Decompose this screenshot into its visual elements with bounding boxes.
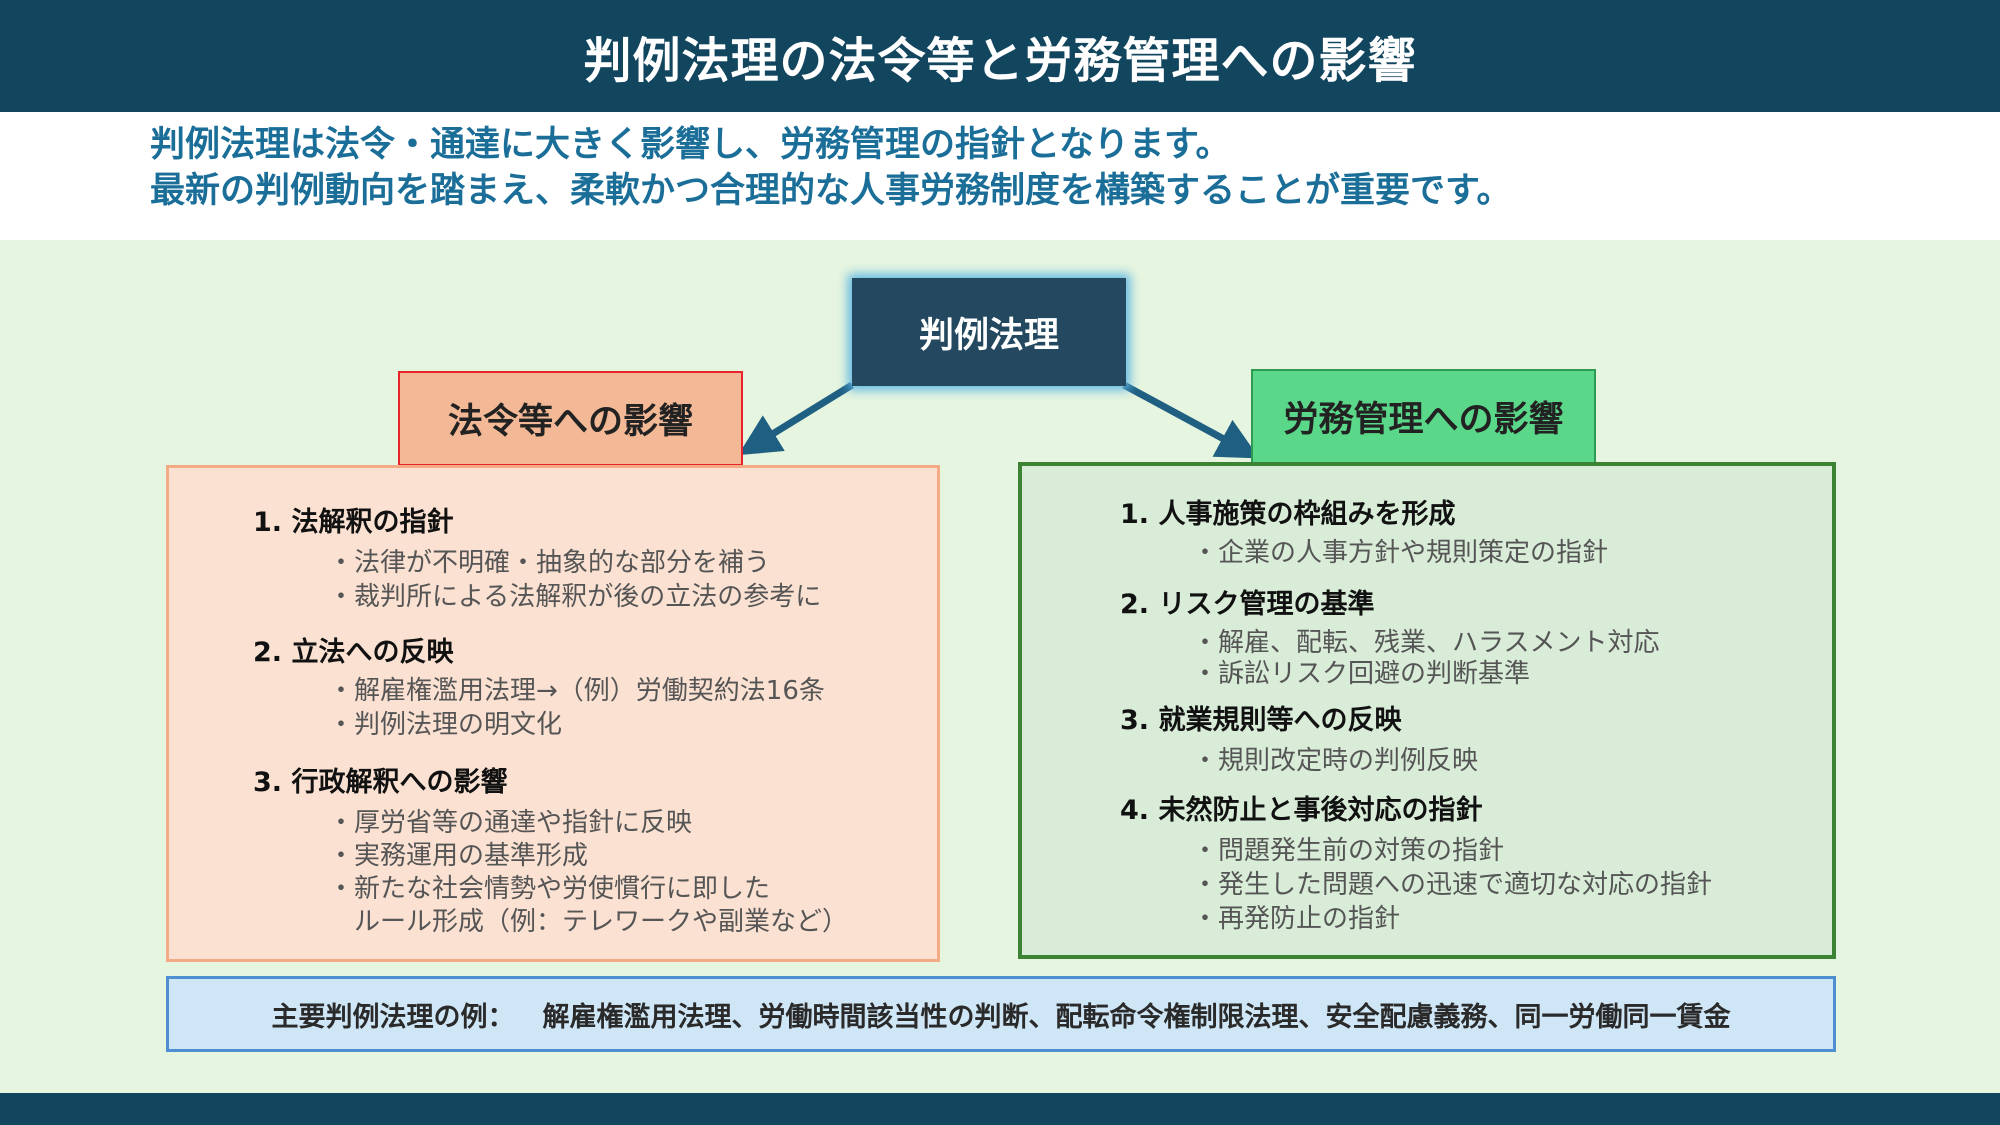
bullet-item: ・発生した問題への迅速で適切な対応の指針 xyxy=(1192,870,1713,900)
bullet-item: ・裁判所による法解釈が後の立法の参考に xyxy=(328,582,822,612)
header-bar: 判例法理の法令等と労務管理への影響 xyxy=(0,0,2000,112)
key-doctrines-label: 主要判例法理の例： xyxy=(271,1001,515,1033)
intro-line-1: 判例法理は法令・通達に大きく影響し、労務管理の指針となります。 xyxy=(150,125,1231,165)
key-doctrines-list: 解雇権濫用法理、労働時間該当性の判断、配転命令権制限法理、安全配慮義務、同一労働… xyxy=(542,1001,1731,1033)
section-heading: 3. 行政解釈への影響 xyxy=(253,767,508,798)
bullet-item: ルール形成（例：テレワークや副業など） xyxy=(328,907,849,937)
bullet-item: ・実務運用の基準形成 xyxy=(328,841,589,871)
intro-line-2: 最新の判例動向を踏まえ、柔軟かつ合理的な人事労務制度を構築することが重要です。 xyxy=(150,171,1512,211)
arrow-to-labor-management xyxy=(1122,381,1260,459)
bullet-item: ・判例法理の明文化 xyxy=(328,710,563,740)
bullet-item: ・解雇、配転、残業、ハラスメント対応 xyxy=(1192,628,1660,658)
section-heading: 4. 未然防止と事後対応の指針 xyxy=(1120,795,1483,826)
root-node-hanrei-hori: 判例法理 xyxy=(852,278,1126,386)
section-heading: 2. リスク管理の基準 xyxy=(1120,589,1375,620)
footer-bar xyxy=(0,1093,2000,1125)
arrow-to-laws xyxy=(738,382,854,456)
key-doctrines-banner: 主要判例法理の例： 解雇権濫用法理、労働時間該当性の判断、配転命令権制限法理、安… xyxy=(166,976,1836,1052)
intro-text: 判例法理は法令・通達に大きく影響し、労務管理の指針となります。 最新の判例動向を… xyxy=(150,122,1950,214)
bullet-item: ・規則改定時の判例反映 xyxy=(1192,746,1479,776)
section-heading: 1. 法解釈の指針 xyxy=(253,507,454,538)
bullet-item: ・問題発生前の対策の指針 xyxy=(1192,836,1505,866)
section-heading: 2. 立法への反映 xyxy=(253,637,454,668)
labor-impact-panel: 1. 人事施策の枠組みを形成 ・企業の人事方針や規則策定の指針 2. リスク管理… xyxy=(1018,462,1836,959)
bullet-item: ・訴訟リスク回避の判断基準 xyxy=(1192,659,1531,689)
laws-impact-title: 法令等への影響 xyxy=(398,371,743,466)
laws-impact-panel: 1. 法解釈の指針 ・法律が不明確・抽象的な部分を補う ・裁判所による法解釈が後… xyxy=(166,465,940,962)
bullet-item: ・再発防止の指針 xyxy=(1192,904,1401,934)
section-heading: 3. 就業規則等への反映 xyxy=(1120,705,1402,736)
bullet-item: ・新たな社会情勢や労使慣行に即した xyxy=(328,874,771,904)
bullet-item: ・解雇権濫用法理→（例）労働契約法16条 xyxy=(328,676,825,706)
labor-impact-title: 労務管理への影響 xyxy=(1251,369,1596,464)
bullet-item: ・企業の人事方針や規則策定の指針 xyxy=(1192,538,1609,568)
section-heading: 1. 人事施策の枠組みを形成 xyxy=(1120,499,1456,530)
bullet-item: ・厚労省等の通達や指針に反映 xyxy=(328,808,693,838)
page-title: 判例法理の法令等と労務管理への影響 xyxy=(583,33,1417,89)
bullet-item: ・法律が不明確・抽象的な部分を補う xyxy=(328,548,771,578)
